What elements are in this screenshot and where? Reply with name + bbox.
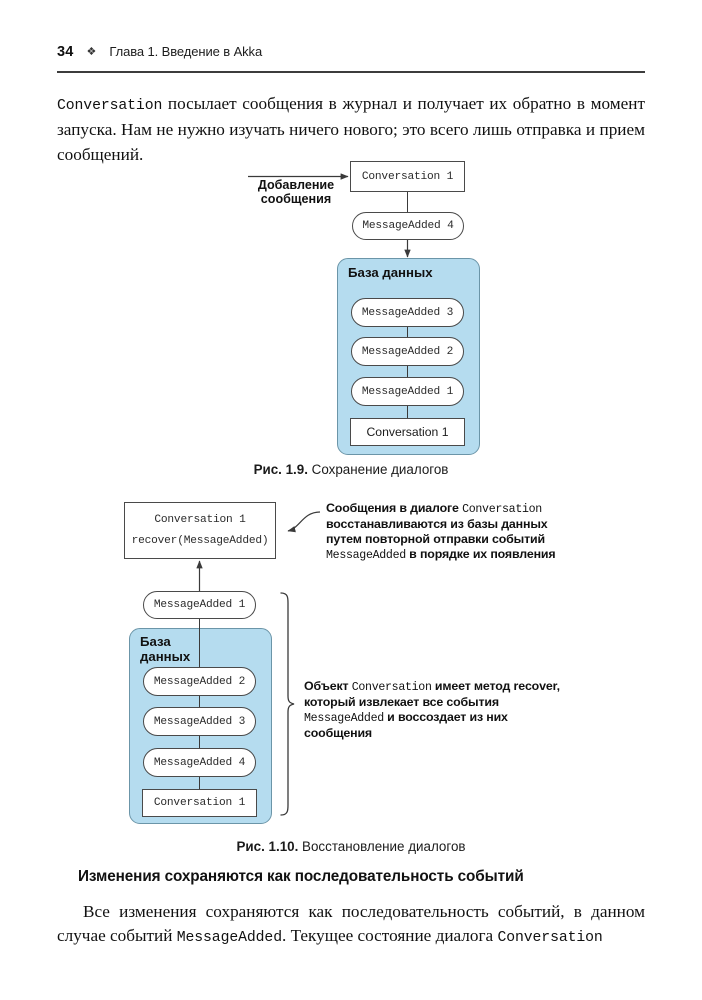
annot-brace-part-b: имеет метод recover, который извлекает в…	[304, 679, 560, 710]
page-number: 34	[57, 44, 74, 60]
annotation-callout-arrow	[287, 511, 321, 533]
replay-message-added-1-box: MessageAdded 1	[143, 591, 256, 619]
chapter-title: Глава 1. Введение в Akka	[109, 44, 263, 59]
connector-db-1-snapshot	[407, 406, 408, 418]
closing-code-1: MessageAdded	[176, 930, 282, 947]
recover-actor-line-1: Conversation 1	[154, 514, 246, 526]
closing-code-2: Conversation	[497, 930, 603, 947]
figure-1-10-caption-label: Рис. 1.10.	[236, 839, 299, 854]
connector-db-2-1	[407, 366, 408, 377]
db-entry-message-added-1: MessageAdded 1	[351, 377, 464, 406]
running-head: 34 ❖ Глава 1. Введение в Akka	[57, 44, 645, 70]
db-snapshot-conversation-recovery: Conversation 1	[142, 789, 257, 817]
annot-top-part-b: восстанавливаются из базы данных путем п…	[326, 517, 548, 547]
annotation-recover-method: Объект Conversation имеет метод recover,…	[304, 679, 578, 741]
recover-actor-line-2: recover(MessageAdded)	[131, 535, 269, 547]
annot-brace-part-c: и воссоздает из них сообщения	[304, 710, 508, 741]
connector-replay-to-actor	[199, 566, 200, 591]
intro-paragraph: Conversation посылает сообщения в журнал…	[57, 92, 645, 167]
connector-actor-to-event	[407, 192, 408, 212]
annot-brace-code-1: Conversation	[351, 681, 432, 694]
database-label: База данных	[348, 265, 433, 280]
connector-db-replay	[199, 619, 200, 667]
intro-code-term: Conversation	[57, 98, 163, 114]
section-heading: Изменения сохраняются как последовательн…	[78, 868, 524, 885]
db-entry-message-added-2: MessageAdded 2	[351, 337, 464, 366]
db-snapshot-conversation: Conversation 1	[350, 418, 465, 446]
db-entry-message-added-2: MessageAdded 2	[143, 667, 256, 696]
header-rule	[57, 71, 645, 73]
figure-1-9-caption-text: Сохранение диалогов	[307, 462, 449, 477]
connector-db-2-3	[199, 696, 200, 707]
conversation-actor-box: Conversation 1	[350, 161, 465, 192]
closing-part-a: Все изменения сохраняются как последоват…	[57, 902, 645, 946]
db-entry-message-added-3: MessageAdded 3	[143, 707, 256, 736]
intro-paragraph-text: посылает сообщения в журнал и получает и…	[57, 94, 645, 164]
db-entry-message-added-4: MessageAdded 4	[143, 748, 256, 777]
add-message-arrow-label: Добавление сообщения	[257, 178, 335, 207]
recover-actor-box: Conversation 1 recover(MessageAdded)	[124, 502, 276, 559]
connector-db-3-2	[407, 327, 408, 337]
closing-paragraph: Все изменения сохраняются как последоват…	[57, 900, 645, 951]
figure-1-9-caption: Рис. 1.9. Сохранение диалогов	[0, 462, 702, 477]
annotation-recovery-description: Сообщения в диалоге Conversation восстан…	[326, 501, 574, 563]
diamond-ornament-icon: ❖	[86, 46, 97, 58]
annot-brace-part-a: Объект	[304, 679, 352, 693]
annot-brace-code-2: MessageAdded	[304, 712, 384, 726]
annot-top-part-c: в порядке их появления	[405, 547, 556, 562]
figure-1-10-caption-text: Восстановление диалогов	[298, 839, 466, 854]
message-added-4-box: MessageAdded 4	[352, 212, 464, 240]
database-label-recovery: База данных	[140, 634, 191, 664]
connector-db-4-snapshot	[199, 777, 200, 789]
db-entry-message-added-3: MessageAdded 3	[351, 298, 464, 327]
connector-db-3-4	[199, 736, 200, 748]
annot-top-code-1: Conversation	[462, 503, 542, 516]
annot-top-part-a: Сообщения в диалоге	[326, 501, 463, 515]
figure-1-9-caption-label: Рис. 1.9.	[253, 462, 308, 477]
closing-part-b: . Текущее состояние диалога	[281, 926, 498, 946]
figure-1-10-caption: Рис. 1.10. Восстановление диалогов	[0, 839, 702, 854]
annot-top-code-2: MessageAdded	[326, 549, 406, 563]
recovery-group-brace	[280, 592, 295, 816]
